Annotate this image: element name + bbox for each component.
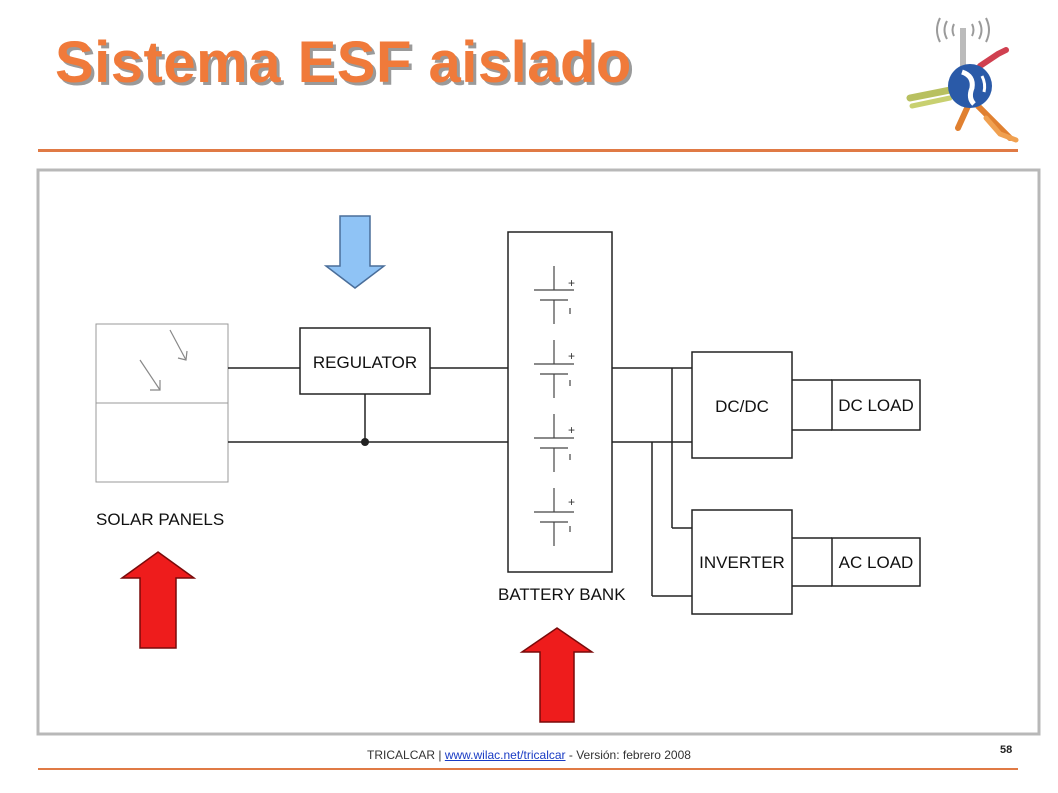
battery-plus-3: + bbox=[568, 423, 575, 437]
footer-link[interactable]: www.wilac.net/tricalcar bbox=[444, 748, 566, 762]
dc-load-label: DC LOAD bbox=[838, 396, 914, 415]
slide-title: Sistema ESF aislado bbox=[55, 30, 632, 95]
regulator-label: REGULATOR bbox=[313, 353, 417, 372]
title-divider bbox=[38, 149, 1018, 152]
battery-cell-icon bbox=[534, 414, 574, 472]
down-arrow-icon bbox=[323, 215, 387, 289]
footer: TRICALCAR | www.wilac.net/tricalcar - Ve… bbox=[0, 748, 1058, 762]
footer-prefix: TRICALCAR | bbox=[367, 748, 445, 762]
battery-cell-icon bbox=[534, 488, 574, 546]
wireless-globe-logo-icon bbox=[900, 6, 1040, 146]
solar-panels-label: SOLAR PANELS bbox=[96, 510, 224, 529]
battery-cell-icon bbox=[534, 340, 574, 398]
battery-bank-label: BATTERY BANK bbox=[498, 585, 626, 604]
battery-bank: + + + + bbox=[507, 231, 613, 573]
battery-cell-icon bbox=[534, 266, 574, 324]
dcdc-converter: DC/DC bbox=[691, 351, 793, 459]
dc-load: DC LOAD bbox=[831, 379, 921, 431]
up-arrow-icon bbox=[519, 627, 595, 723]
battery-plus-1: + bbox=[568, 276, 575, 290]
inverter: INVERTER bbox=[691, 509, 793, 615]
battery-plus-2: + bbox=[568, 349, 575, 363]
sunlight-rays-icon bbox=[139, 329, 188, 391]
footer-divider bbox=[38, 768, 1018, 770]
solar-panel bbox=[95, 323, 229, 483]
ac-load-label: AC LOAD bbox=[839, 553, 914, 572]
diagram-frame: SOLAR PANELS REGULATOR + + bbox=[36, 168, 1041, 736]
inverter-label: INVERTER bbox=[699, 553, 785, 572]
dcdc-label: DC/DC bbox=[715, 397, 769, 416]
up-arrow-icon bbox=[119, 551, 197, 649]
ac-load: AC LOAD bbox=[831, 537, 921, 587]
page-number: 58 bbox=[1000, 744, 1013, 756]
regulator: REGULATOR bbox=[299, 327, 431, 395]
footer-suffix: - Versión: febrero 2008 bbox=[565, 748, 691, 762]
battery-plus-4: + bbox=[568, 495, 575, 509]
